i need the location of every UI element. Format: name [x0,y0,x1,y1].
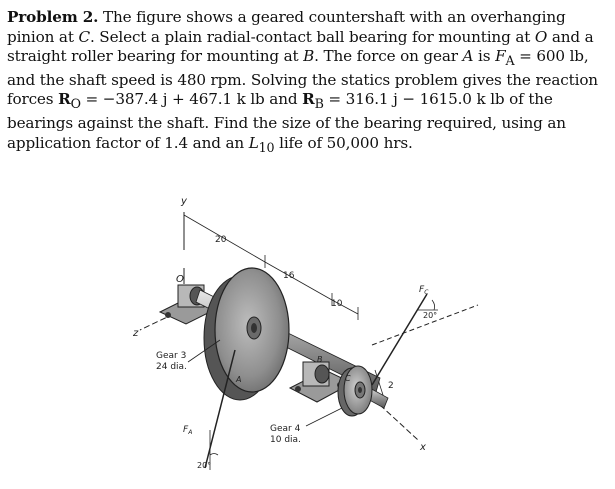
point-a: A [462,47,474,66]
problem-statement: Problem 2. The figure shows a geared cou… [7,8,607,157]
problem-text-8: = 316.1 j − 1615.0 k lb of the bearings … [7,90,566,152]
point-c-label: C [345,374,351,383]
point-o-label: O [176,274,184,285]
point-c: C [78,27,90,46]
problem-text-1: The figure shows a geared countershaft w… [7,8,566,46]
problem-text-3: and a straight roller bearing for mounti… [7,27,594,66]
problem-text-4: . The force on gear [314,47,463,66]
reaction-o: R [58,90,71,109]
gear-4-label-line-1: Gear 4 [270,424,301,434]
point-a-label: A [235,375,241,384]
force-c-arrow [371,293,438,386]
gear-3 [203,267,290,401]
force-c-label: FC [419,285,429,296]
gear-3-leader [187,339,221,363]
problem-text-2: . Select a plain radial-contact ball bea… [89,27,535,46]
axis-z-label: z [132,328,139,339]
force-a: F [495,47,506,66]
dim-16-label: 16 [283,271,295,281]
dim-10-label: 10 [331,299,343,309]
angle-a-label: 20° [197,461,211,470]
reaction-b: R [302,90,315,109]
gear-4 [337,365,373,417]
force-a-sub: A [505,53,515,69]
point-o: O [534,27,548,46]
axis-y-label: y [180,196,188,207]
problem-text-7: = −387.4 j + 467.1 k lb and [80,90,303,109]
gear-4-label-line-2: 10 dia. [270,435,301,445]
problem-text-5: is [473,47,496,66]
dim-20-label: 20 [215,235,227,245]
point-b: B [303,47,315,66]
gear-3-label-line-2: 24 dia. [156,362,187,372]
reaction-b-sub: B [314,96,324,112]
reaction-o-sub: O [70,96,81,112]
axis-x-label: x [419,442,426,453]
problem-text-9: life of 50,000 hrs. [274,133,413,152]
axes [139,212,479,441]
force-a-label: FA [183,425,192,436]
dim-2-label: 2 [388,381,394,391]
life-l: L [248,133,259,152]
life-sub: 10 [258,139,275,155]
point-b-label: B [317,355,323,364]
problem-heading: Problem 2. [7,8,99,26]
force-a-arrow [204,349,236,470]
gear-3-label-line-1: Gear 3 [156,351,186,361]
gear-4-leader [305,407,343,427]
angle-c-label: 20° [423,311,437,320]
problem-text-6: = 600 lb, and the shaft speed is 480 rpm… [7,47,598,109]
